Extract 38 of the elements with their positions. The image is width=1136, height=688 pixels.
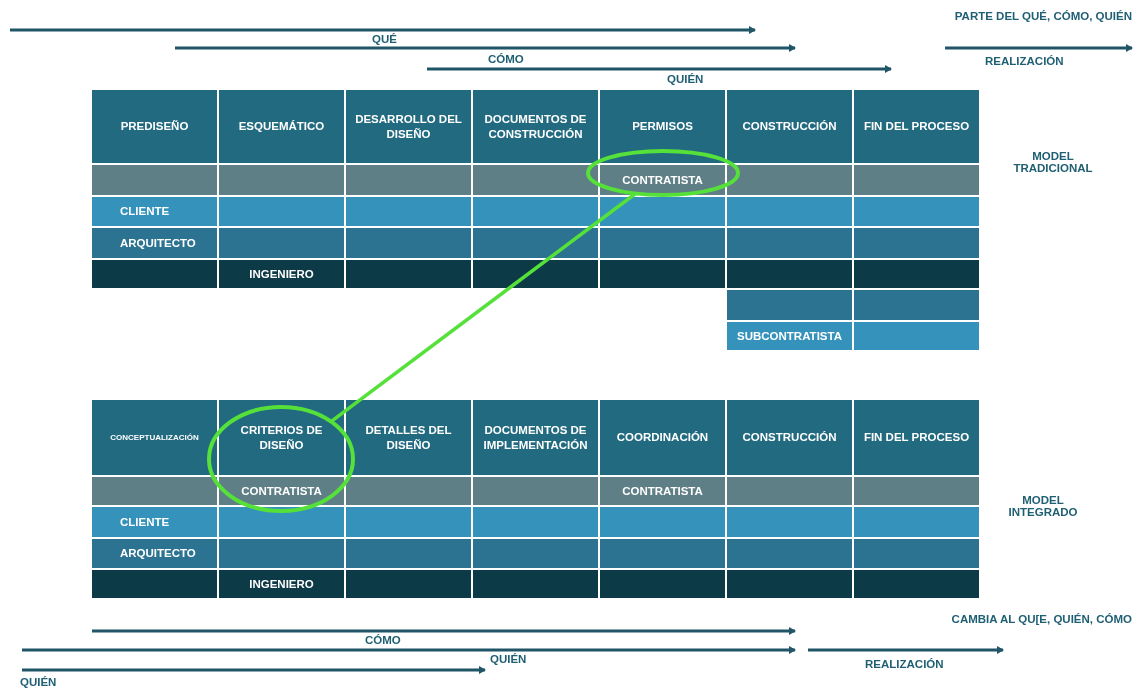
column-header: ESQUEMÁTICO (219, 90, 344, 163)
column-header: CONCEPTUALIZACIÓN (92, 400, 217, 475)
column-header: DOCUMENTOS DE IMPLEMENTACIÓN (473, 400, 598, 475)
highlight-ellipse (586, 149, 740, 197)
arrow-label: QUIÉN (490, 653, 527, 665)
table-cell: CLIENTE (92, 507, 217, 537)
column-header: PERMISOS (600, 90, 725, 163)
model-label: MODEL INTEGRADO (1007, 494, 1079, 518)
note-text: CAMBIA AL QU[E, QUIÉN, CÓMO (951, 613, 1132, 625)
column-header: FIN DEL PROCESO (854, 90, 979, 163)
table-cell: INGENIERO (219, 260, 344, 288)
arrow-label: CÓMO (365, 634, 401, 646)
model-label: MODEL TRADICIONAL (1012, 150, 1094, 174)
arrow-label: CÓMO (488, 53, 524, 65)
table-cell: CONTRATISTA (219, 477, 344, 505)
table-cell: CONTRATISTA (600, 477, 725, 505)
column-header: PREDISEÑO (92, 90, 217, 163)
arrow-label: REALIZACIÓN (865, 658, 944, 670)
column-header: CONSTRUCCIÓN (727, 90, 852, 163)
arrow-label: QUÉ (372, 33, 397, 45)
note-text: PARTE DEL QUÉ, CÓMO, QUIÉN (954, 10, 1132, 22)
table-cell: CLIENTE (92, 197, 217, 226)
table-cell: ARQUITECTO (92, 228, 217, 258)
table-cell: ARQUITECTO (92, 539, 217, 568)
arrow-label: REALIZACIÓN (985, 55, 1064, 67)
arrow-label: QUIÉN (667, 73, 704, 85)
highlight-ellipse (207, 405, 355, 513)
column-header: COORDINACIÓN (600, 400, 725, 475)
table-cell: INGENIERO (219, 570, 344, 598)
column-header: DETALLES DEL DISEÑO (346, 400, 471, 475)
column-header: CRITERIOS DE DISEÑO (219, 400, 344, 475)
column-header: CONSTRUCCIÓN (727, 400, 852, 475)
arrow-label: QUIÉN (20, 676, 57, 688)
column-header: DESARROLLO DEL DISEÑO (346, 90, 471, 163)
column-header: DOCUMENTOS DE CONSTRUCCIÓN (473, 90, 598, 163)
column-header: FIN DEL PROCESO (854, 400, 979, 475)
connector-line (329, 192, 637, 423)
table-cell: SUBCONTRATISTA (727, 322, 852, 350)
